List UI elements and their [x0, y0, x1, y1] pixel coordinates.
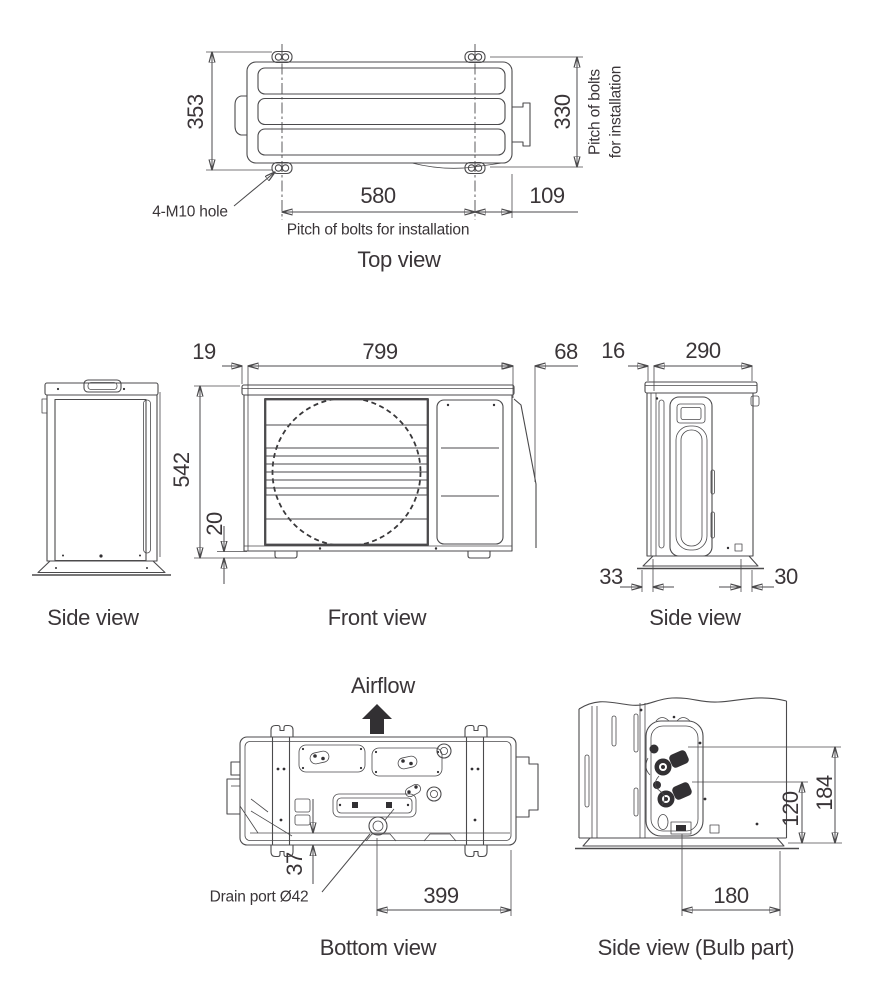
- bulb-part-view-drawing: [575, 697, 842, 916]
- bottom-drain-offset-dim-label: 37: [282, 852, 307, 876]
- airflow-arrow-icon: [362, 704, 392, 734]
- side-right-foot-rear-dim-label: 30: [774, 564, 798, 589]
- bottom-view-drawing: [226, 704, 539, 916]
- front-width-dim-label: 799: [362, 339, 398, 364]
- side-view-left-title: Side view: [47, 605, 139, 630]
- front-view-drawing: [194, 366, 578, 584]
- front-right-offset-dim-label: 68: [554, 339, 578, 364]
- bulb-valve-upper-height-dim-label: 184: [812, 775, 837, 811]
- top-pitch-note-vertical-line1: Pitch of bolts: [586, 69, 604, 155]
- top-bolt-pitch-vertical-dim-label: 330: [550, 94, 575, 130]
- airflow-label: Airflow: [351, 673, 415, 698]
- bottom-view-title: Bottom view: [319, 935, 437, 960]
- bottom-drain-callout: Drain port Ø42: [209, 888, 309, 906]
- top-right-offset-dim-label: 109: [529, 183, 565, 208]
- bottom-drain-pitch-dim-label: 399: [423, 883, 459, 908]
- front-height-dim-label: 542: [169, 452, 194, 488]
- side-view-left-drawing: [32, 379, 171, 576]
- side-view-right-title: Side view: [649, 605, 741, 630]
- front-view-title: Front view: [327, 605, 427, 630]
- front-left-offset-dim-label: 19: [192, 339, 216, 364]
- side-right-depth-dim-label: 290: [685, 338, 721, 363]
- bulb-valve-lower-height-dim-label: 120: [778, 791, 803, 827]
- top-pitch-note-vertical-line2: for installation: [607, 65, 625, 159]
- top-hole-callout: 4-M10 hole: [152, 203, 228, 221]
- top-depth-dim-label: 353: [183, 94, 208, 130]
- bulb-part-view-title: Side view (Bulb part): [597, 935, 795, 960]
- side-right-front-offset-dim-label: 16: [601, 338, 625, 363]
- front-foot-height-dim-label: 20: [202, 512, 227, 536]
- side-view-right-drawing: [620, 366, 774, 592]
- top-view-title: Top view: [357, 247, 441, 272]
- top-view-drawing: [206, 44, 583, 220]
- side-right-foot-front-dim-label: 33: [599, 564, 623, 589]
- top-bolt-pitch-horizontal-dim-label: 580: [360, 183, 396, 208]
- top-pitch-note-horizontal: Pitch of bolts for installation: [286, 221, 470, 239]
- bulb-valve-offset-dim-label: 180: [713, 883, 749, 908]
